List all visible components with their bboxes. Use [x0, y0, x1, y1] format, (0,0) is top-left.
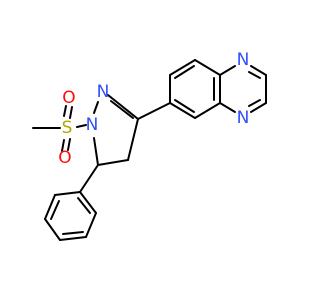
- atom-labels: S O O N N N N: [58, 50, 249, 168]
- bond-q-c5-c8a: [169, 59, 196, 76]
- bond-ph-3-4: [44, 218, 61, 241]
- bond-n2-c3: [107, 94, 139, 120]
- bond-q-c7-c6-double: [174, 99, 195, 113]
- bond-ph-4-5-double: [62, 231, 84, 235]
- bond-q-c7-c6: [169, 102, 196, 119]
- bond-q-c8a-c8: [194, 59, 221, 76]
- atom-oxygen-top: O: [62, 88, 75, 108]
- bonds: [32, 59, 267, 241]
- bond-c4-c5: [97, 159, 129, 166]
- atom-nitrogen-quinoxaline-bottom: N: [237, 108, 250, 128]
- atom-oxygen-bottom: O: [58, 148, 71, 168]
- bond-n1-n2: [93, 101, 99, 114]
- bond-q-c4a-n-bottom: [219, 102, 236, 113]
- bond-ph-2-3: [44, 194, 56, 220]
- bond-n2-c3-double: [110, 100, 134, 119]
- bond-q-n-top-c2-double: [248, 71, 261, 79]
- bond-pyrazoline-phenyl: [79, 164, 99, 193]
- bond-ph-5-6: [85, 212, 97, 238]
- bond-q-c3-n-bottom-double: [248, 99, 261, 107]
- atom-nitrogen-quinoxaline-top: N: [237, 50, 250, 70]
- bond-c3-c4: [127, 118, 139, 161]
- atom-nitrogen-n2: N: [97, 82, 110, 102]
- bond-q-c3-n-bottom: [250, 102, 267, 113]
- bond-q-c4a-c7: [194, 102, 221, 119]
- bond-q-n-top-c2: [250, 65, 267, 76]
- bond-ph-6-1: [79, 191, 97, 214]
- atom-sulfur: S: [62, 118, 73, 138]
- bond-q-c5-c8a-double: [174, 65, 195, 79]
- bond-ph-6-1-double: [77, 197, 91, 214]
- bond-sulfur-oxygen-top-b: [69, 106, 73, 119]
- bond-sulfur-oxygen-bottom-a: [61, 139, 65, 152]
- bond-q-c8a-n-top: [219, 65, 236, 76]
- atom-nitrogen-n1: N: [86, 115, 99, 135]
- bond-sulfur-oxygen-bottom-b: [67, 138, 71, 151]
- bond-ph-1-2: [54, 191, 81, 196]
- molecule-structure: S O O N N N N: [32, 50, 267, 241]
- bond-sulfur-n1: [76, 124, 87, 128]
- bond-pyrazoline-quinoxaline: [137, 102, 171, 120]
- bond-ph-4-5: [59, 236, 87, 241]
- bond-c5-n1: [93, 137, 99, 166]
- bond-ph-2-3-double: [50, 200, 60, 220]
- bond-sulfur-oxygen-top-a: [63, 105, 67, 117]
